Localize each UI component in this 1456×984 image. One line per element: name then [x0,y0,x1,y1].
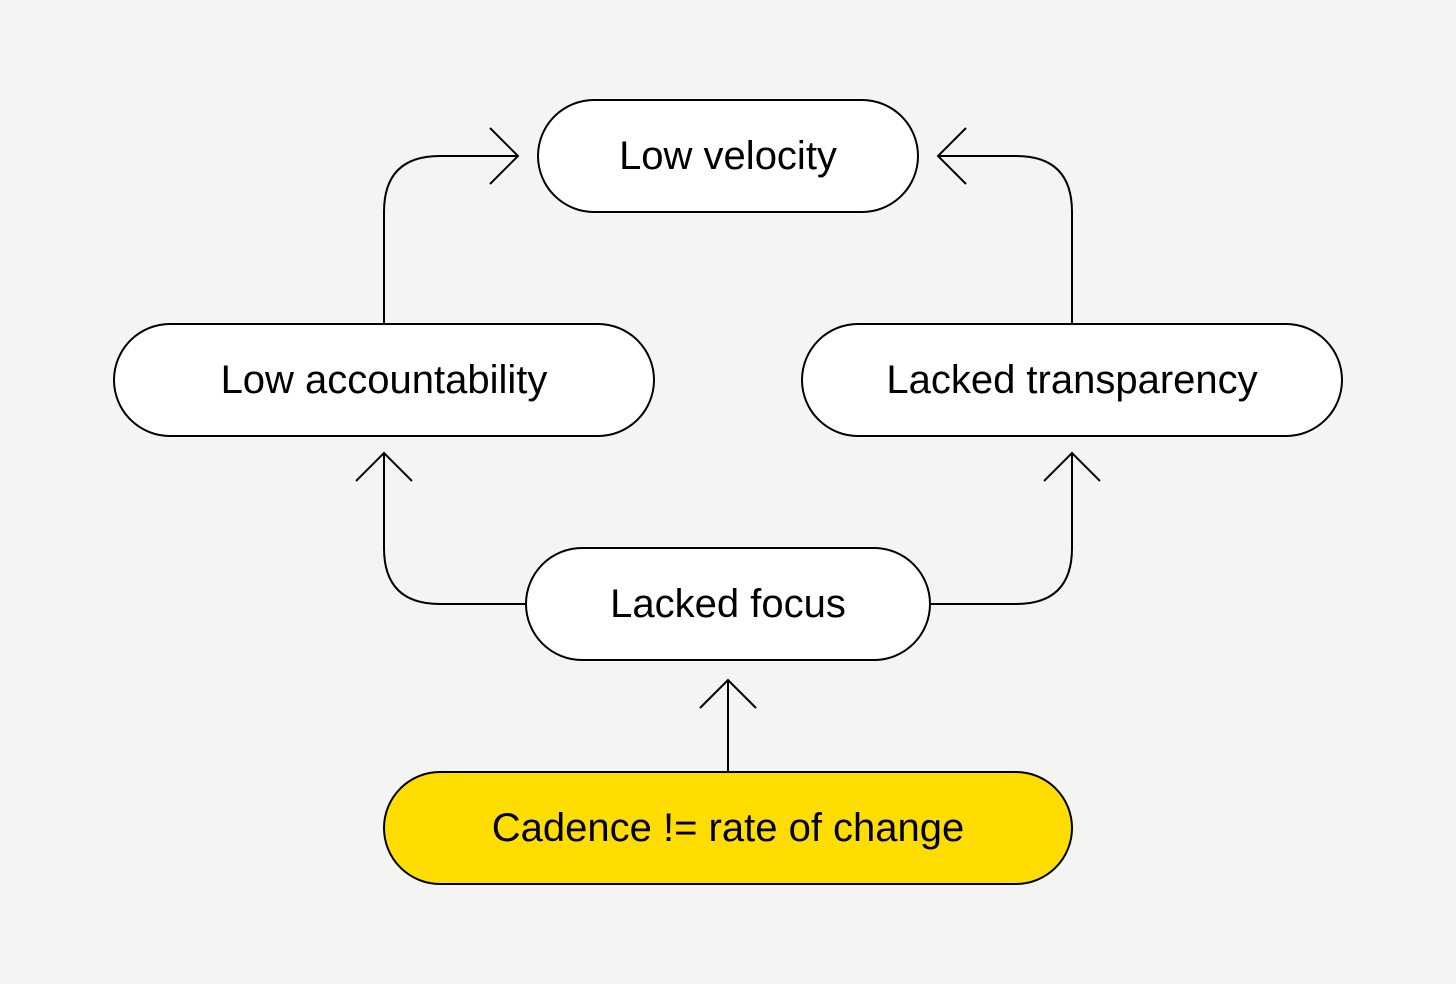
node-lacked-focus-label: Lacked focus [610,582,846,626]
edge-focus-to-transparency [930,454,1073,605]
edge-focus-to-accountability [383,454,526,605]
edge-accountability-to-velocity [383,155,518,323]
node-root-cause: Cadence != rate of change [383,771,1073,885]
node-lacked-transparency: Lacked transparency [801,323,1343,437]
arrowhead-into-velocity-left [489,127,520,185]
edge-transparency-to-velocity [938,155,1073,323]
arrowhead-into-accountability [355,451,413,482]
arrowhead-into-velocity-right [936,127,967,185]
node-low-velocity: Low velocity [537,99,919,213]
node-low-accountability: Low accountability [113,323,655,437]
node-lacked-focus: Lacked focus [525,547,931,661]
arrowhead-into-focus [699,678,757,709]
node-root-cause-label: Cadence != rate of change [492,806,965,850]
node-low-velocity-label: Low velocity [619,134,837,178]
node-low-accountability-label: Low accountability [221,358,548,402]
node-lacked-transparency-label: Lacked transparency [886,358,1257,402]
arrowhead-into-transparency [1043,451,1101,482]
